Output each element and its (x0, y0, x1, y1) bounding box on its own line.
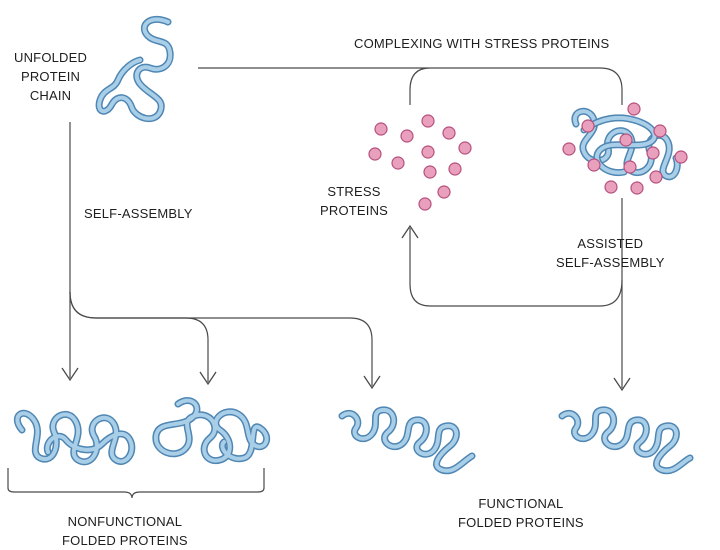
functional-protein-1 (338, 406, 476, 475)
arrowheads (61, 224, 631, 392)
arrowhead-assisted (613, 377, 631, 392)
bound-stress-protein (604, 180, 618, 194)
stress-protein-complex (562, 102, 688, 195)
functional-label-line-2: FOLDED PROTEINS (458, 515, 584, 530)
top-line-to-complex (430, 67, 623, 105)
bound-stress-protein (649, 170, 663, 184)
stress-protein-dots (368, 114, 472, 211)
stress-protein (391, 156, 405, 170)
stress-protein (400, 129, 414, 143)
bound-stress-protein (581, 119, 595, 133)
arrowhead-self-assembly (61, 367, 79, 382)
assisted-label-line-2: SELF-ASSEMBLY (556, 255, 665, 270)
branch-to-second-nonfunctional (69, 291, 209, 382)
bound-stress-protein (646, 146, 660, 160)
bound-stress-protein (623, 160, 637, 174)
bound-stress-protein (674, 150, 688, 164)
stress-protein (368, 147, 382, 161)
functional-folded-proteins-label: FUNCTIONAL FOLDED PROTEINS (458, 494, 584, 532)
unfolded-label-line-1: UNFOLDED (14, 50, 88, 65)
stress-protein (421, 145, 435, 159)
nonfunctional-label-line-2: FOLDED PROTEINS (62, 533, 188, 548)
stress-protein (421, 114, 435, 128)
nonfunctional-bracket (7, 468, 265, 499)
stress-label-line-1: STRESS (327, 184, 381, 199)
stress-protein (448, 162, 462, 176)
recycle-loop (409, 228, 623, 307)
connector-lines (7, 67, 623, 499)
unfolded-protein-chain-label: UNFOLDED PROTEIN CHAIN (14, 48, 87, 105)
bound-stress-protein (587, 158, 601, 172)
stress-protein (423, 165, 437, 179)
nonfunctional-label-line-1: NONFUNCTIONAL (67, 514, 183, 529)
arrowhead-functional (363, 375, 381, 390)
assisted-self-assembly-label: ASSISTED SELF-ASSEMBLY (556, 234, 665, 272)
unfolded-label-line-2: PROTEIN (20, 69, 81, 84)
nonfunctional-protein-2 (152, 397, 271, 465)
complexing-label: COMPLEXING WITH STRESS PROTEINS (354, 36, 610, 51)
unfolded-protein-chain-inner (97, 17, 173, 121)
stress-protein (437, 185, 451, 199)
bound-stress-protein (562, 142, 576, 156)
arrowhead-recycle (401, 224, 419, 239)
bound-stress-protein (653, 124, 667, 138)
stress-protein (374, 122, 388, 136)
arrowhead-second-nonfunctional (199, 371, 217, 386)
bound-stress-protein (627, 102, 641, 116)
unfolded-label-line-3: CHAIN (29, 88, 72, 103)
top-line-to-stress-path (198, 67, 431, 105)
self-assembly-label: SELF-ASSEMBLY (84, 206, 193, 221)
stress-proteins-label: STRESS PROTEINS (320, 182, 388, 220)
nonfunctional-protein-1 (13, 409, 136, 466)
nonfunctional-folded-proteins-label: NONFUNCTIONAL FOLDED PROTEINS (62, 512, 188, 550)
functional-label-line-1: FUNCTIONAL (478, 496, 564, 511)
bound-stress-protein (619, 133, 633, 147)
stress-label-line-2: PROTEINS (320, 203, 389, 218)
bound-stress-protein (630, 181, 644, 195)
branch-to-functional (69, 291, 373, 386)
stress-protein (458, 141, 472, 155)
assisted-label-line-1: ASSISTED (577, 236, 644, 251)
functional-protein-2 (558, 406, 694, 475)
stress-protein (418, 197, 432, 211)
stress-protein (442, 126, 456, 140)
